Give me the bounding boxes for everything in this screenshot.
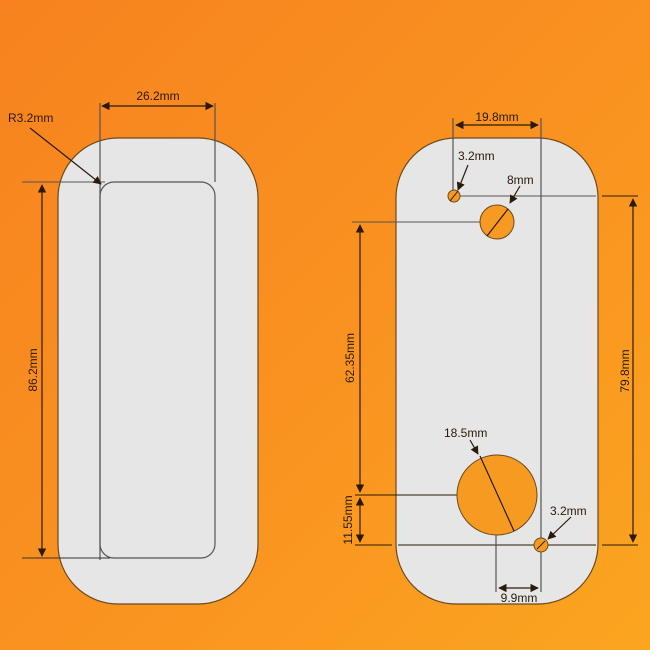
right-outer-body — [395, 137, 599, 605]
large-hole — [456, 454, 538, 536]
top-spacing-label: 19.8mm — [475, 110, 518, 124]
left-panel: 26.2mm R3.2mm 86.2mm — [8, 89, 259, 605]
radius-label: R3.2mm — [8, 111, 53, 125]
small-hole-top-label: 3.2mm — [458, 149, 495, 163]
large-hole-label: 18.5mm — [444, 426, 487, 440]
height-label: 86.2mm — [26, 348, 40, 391]
radius-leader — [29, 127, 102, 185]
medium-hole-label: 8mm — [507, 173, 534, 187]
right-panel: 19.8mm 3.2mm 8mm 62.35mm 79.8mm 18.5mm 1… — [341, 110, 638, 605]
left-height-label: 62.35mm — [343, 333, 357, 383]
medium-hole — [479, 204, 515, 240]
bottom-spacing-label: 9.9mm — [501, 591, 538, 605]
right-height-label: 79.8mm — [618, 349, 632, 392]
bottom-offset-label: 11.55mm — [341, 495, 355, 544]
small-hole-bottom-label: 3.2mm — [550, 504, 587, 518]
width-label: 26.2mm — [136, 89, 179, 103]
left-inner-recess — [99, 181, 216, 559]
